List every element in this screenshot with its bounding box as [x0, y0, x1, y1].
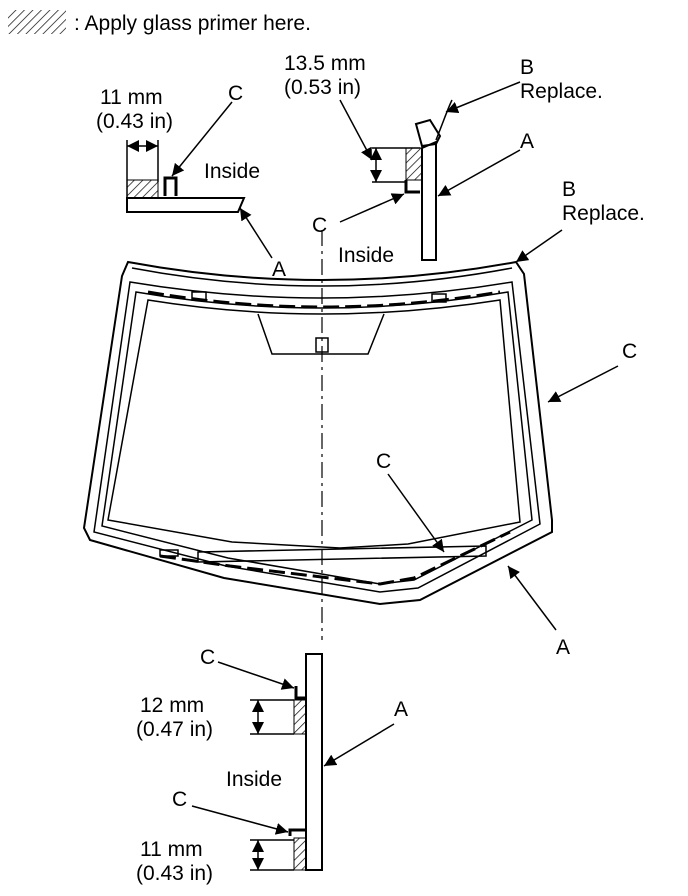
bottom-lower-dim-in: (0.43 in) [136, 862, 213, 885]
top-right-dim-in: (0.53 in) [284, 76, 361, 99]
bottom-section: C 12 mm (0.47 in) A Inside C 11 mm (0.43… [136, 646, 408, 885]
bottom-upper-dim-mm: 12 mm [140, 694, 204, 717]
bottom-upper-dim-in: (0.47 in) [136, 718, 213, 741]
bottom-label-a: A [394, 698, 408, 721]
legend-hatch-swatch [8, 10, 66, 34]
ws-replace: Replace. [562, 202, 645, 225]
top-left-inside: Inside [204, 160, 260, 183]
bottom-lower-dim-mm: 11 mm [140, 838, 203, 861]
legend: : Apply glass primer here. [8, 10, 311, 35]
top-right-replace: Replace. [520, 80, 603, 103]
bottom-label-c-lower: C [172, 788, 187, 811]
top-right-dim-mm: 13.5 mm [284, 52, 366, 75]
top-right-label-a: A [520, 130, 534, 153]
ws-label-a: A [556, 636, 570, 659]
bottom-label-c-upper: C [200, 646, 215, 669]
top-left-label-c: C [228, 82, 243, 105]
top-left-section: 11 mm (0.43 in) C Inside A [96, 82, 286, 281]
ws-label-c-bottom: C [376, 450, 391, 473]
windshield: B Replace. C C A [82, 178, 645, 659]
ws-label-b: B [562, 178, 576, 201]
top-left-label-a: A [272, 258, 286, 281]
legend-text: : Apply glass primer here. [74, 12, 311, 35]
top-right-section: 13.5 mm (0.53 in) B Replace. A C Inside [284, 52, 603, 267]
ws-label-c-right: C [622, 340, 637, 363]
bottom-inside: Inside [226, 768, 282, 791]
top-left-dim-mm: 11 mm [100, 86, 163, 109]
top-left-dim-in: (0.43 in) [96, 110, 173, 133]
top-right-inside: Inside [338, 244, 394, 267]
top-right-label-b: B [520, 56, 534, 79]
top-right-label-c: C [312, 214, 327, 237]
